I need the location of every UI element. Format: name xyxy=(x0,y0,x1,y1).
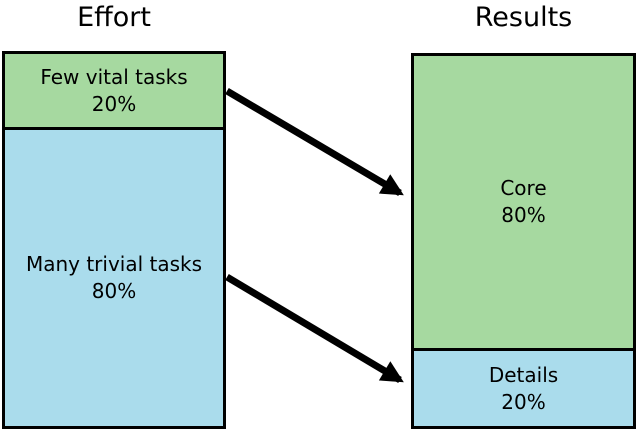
segment-percent: 80% xyxy=(501,203,546,227)
results-column-title: Results xyxy=(474,2,573,33)
effort-column-title: Effort xyxy=(77,2,151,33)
segment-percent: 20% xyxy=(91,91,137,116)
segment-label: Core xyxy=(500,176,547,200)
results-stack: Core 80% Details 20% xyxy=(411,53,636,429)
arrow-many-trivial-to-details xyxy=(225,273,404,384)
results-segment-details: Details 20% xyxy=(414,351,633,426)
segment-label: Few vital tasks xyxy=(40,64,188,89)
segment-label: Many trivial tasks xyxy=(25,252,203,276)
segment-label: Details xyxy=(488,362,559,387)
segment-percent: 80% xyxy=(91,279,137,303)
arrow-few-vital-to-core xyxy=(225,87,404,197)
effort-segment-few-vital-tasks: Few vital tasks 20% xyxy=(5,54,223,130)
effort-segment-many-trivial-tasks: Many trivial tasks 80% xyxy=(5,130,223,426)
results-segment-core: Core 80% xyxy=(414,56,633,351)
effort-stack: Few vital tasks 20% Many trivial tasks 8… xyxy=(2,51,226,429)
segment-percent: 20% xyxy=(501,389,546,414)
